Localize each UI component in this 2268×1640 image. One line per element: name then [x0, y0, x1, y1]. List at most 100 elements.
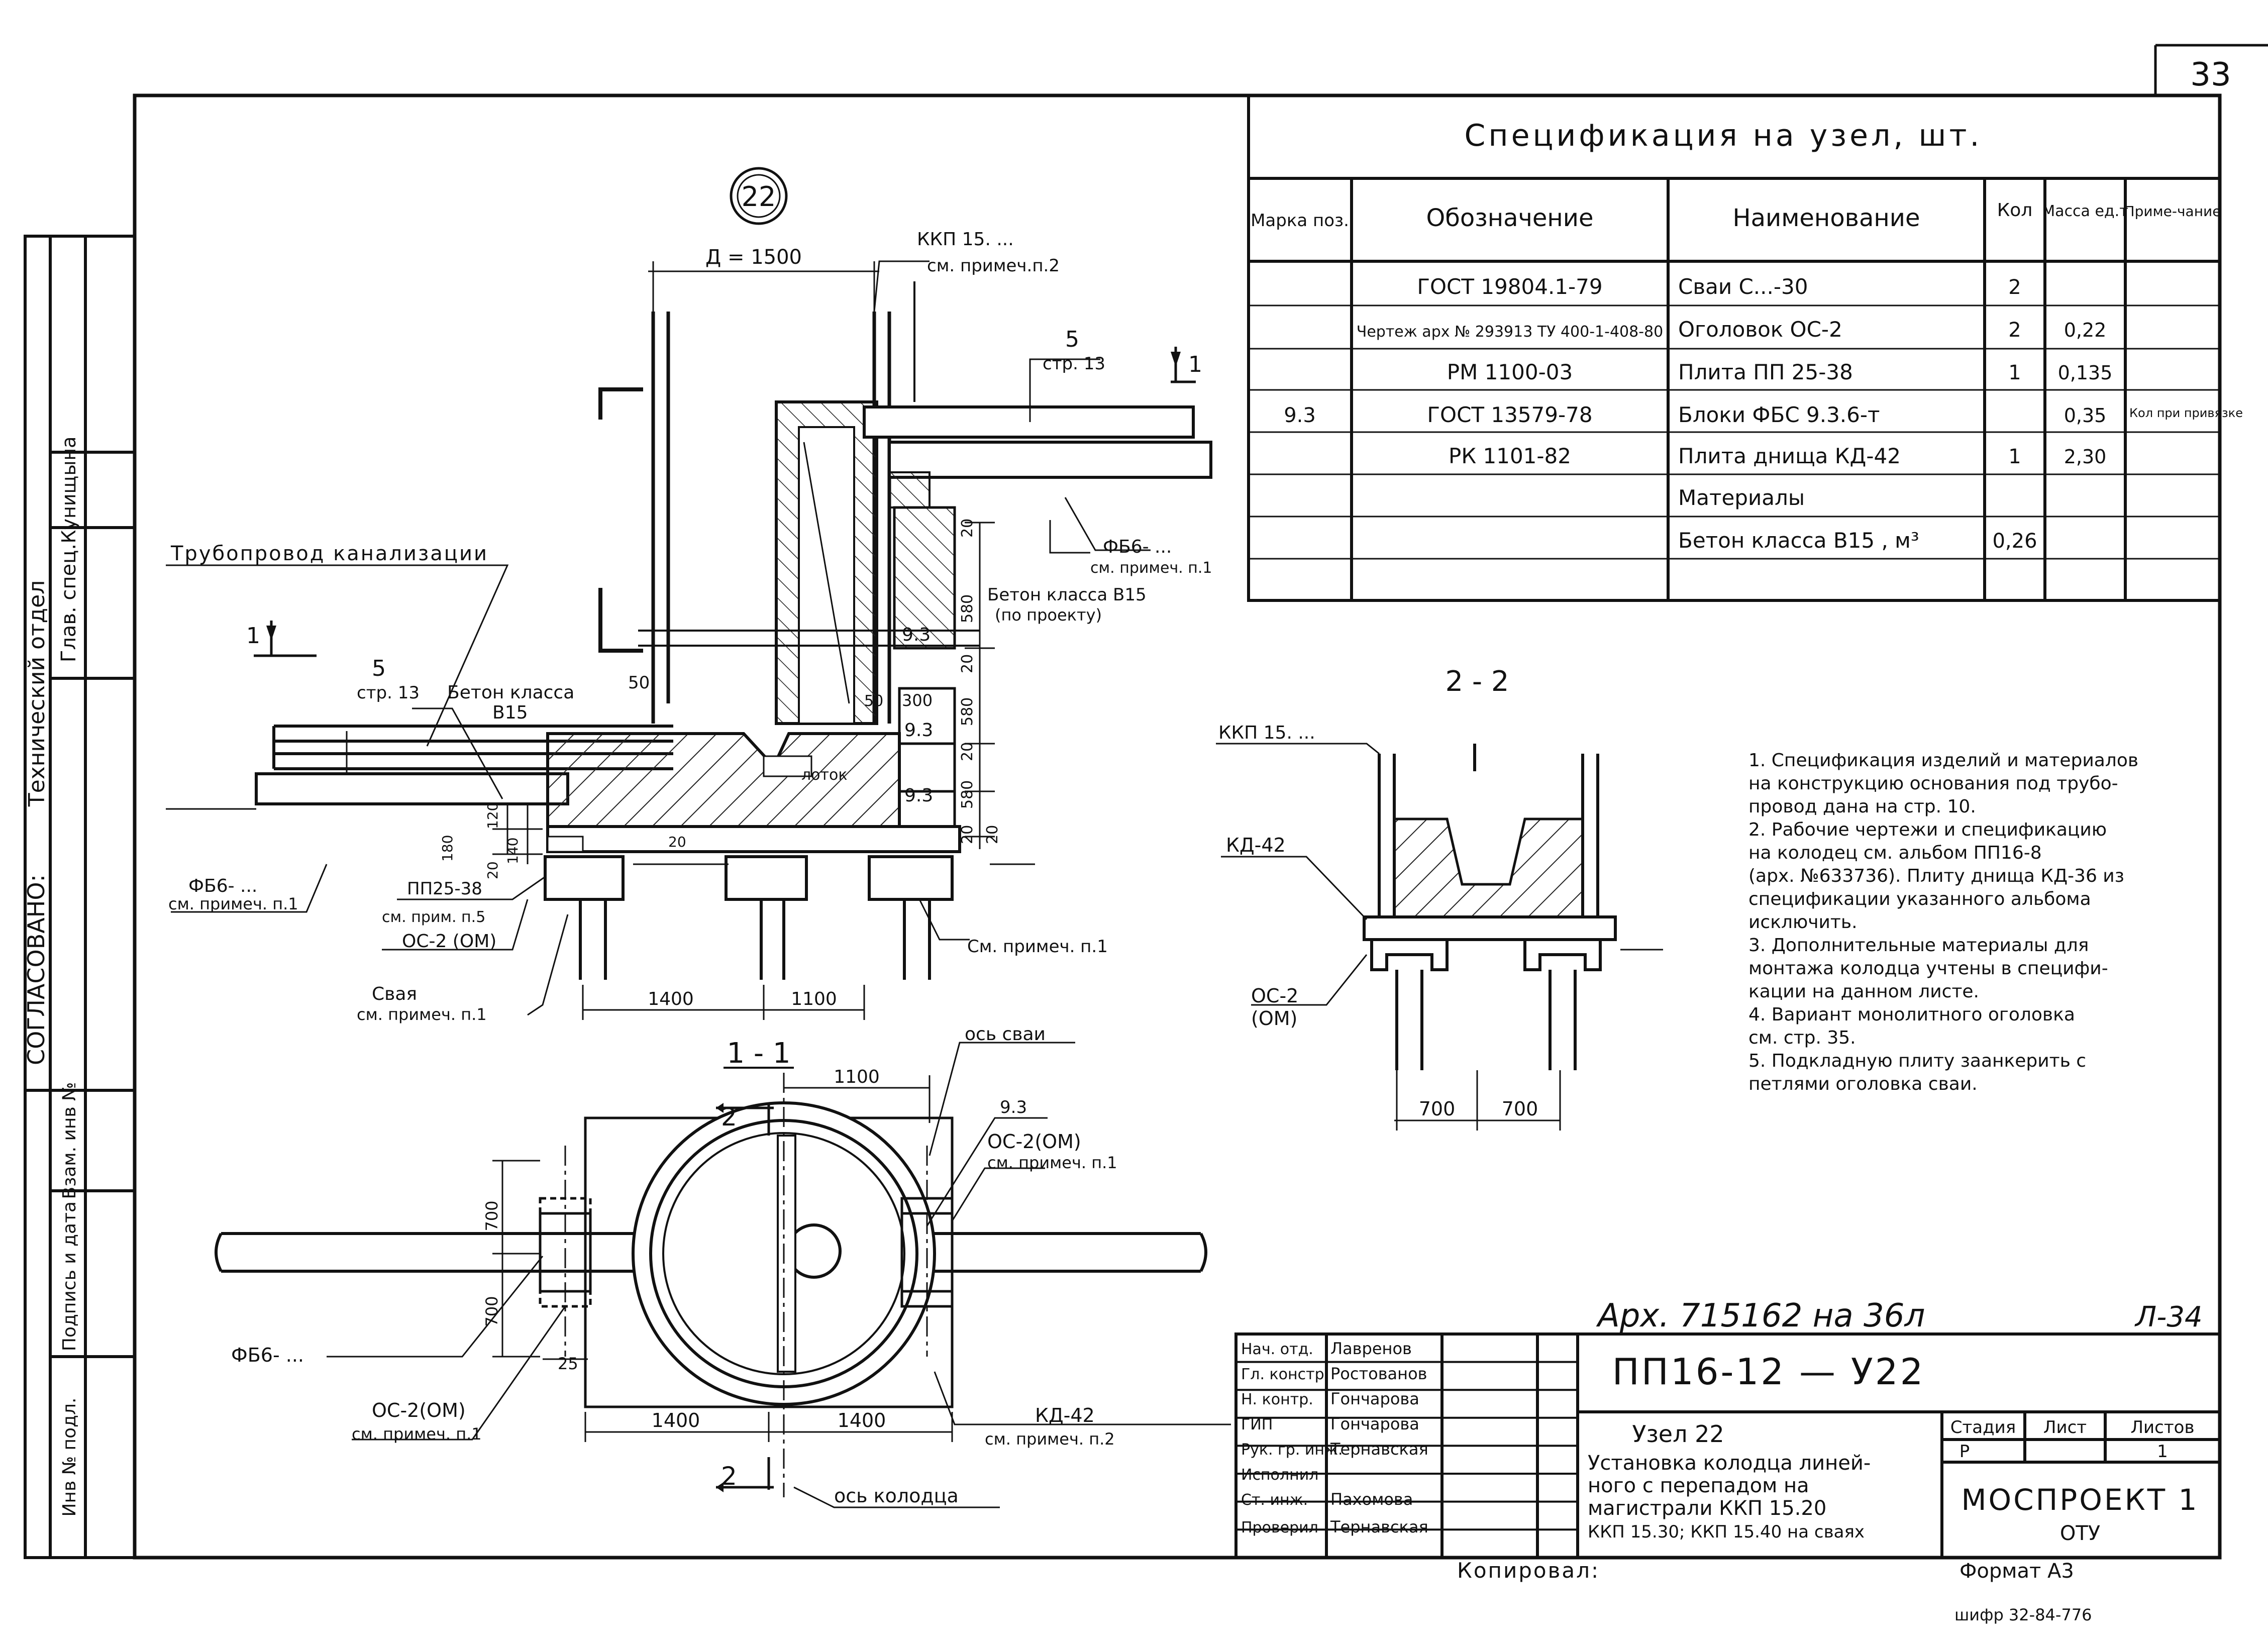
dim-1400-section: 1400 — [648, 989, 694, 1009]
note-line: 4. Вариант монолитного оголовка — [1748, 1004, 2075, 1025]
tb-role: Исполнил — [1241, 1466, 1318, 1484]
plan-kd: КД-42 — [1035, 1404, 1095, 1426]
label-fbb-right: ФБ6- ... — [1103, 537, 1172, 557]
dim-20f: 20 — [484, 861, 501, 879]
tb-role: Проверил — [1241, 1519, 1318, 1536]
tb-name: Гончарова — [1330, 1389, 1419, 1408]
spec-cell-designation: ГОСТ 13579-78 — [1427, 402, 1592, 427]
tb-role: Гл. констр. — [1241, 1366, 1329, 1383]
org-name: МОСПРОЕКТ 1 — [1961, 1483, 2199, 1517]
dim-diameter: Д = 1500 — [705, 246, 802, 269]
label-fbb-left2: см. примеч. п.1 — [168, 894, 298, 913]
note-line: 3. Дополнительные материалы для — [1748, 935, 2089, 956]
stamp-gl-spec: Глав. спец. — [57, 544, 80, 662]
dim-20c: 20 — [959, 742, 976, 761]
tb-role: Ст. инж. — [1241, 1491, 1308, 1509]
label-see-note1: См. примеч. п.1 — [967, 937, 1108, 957]
plan-kd2: см. примеч. п.2 — [985, 1429, 1115, 1449]
dim-580c: 580 — [959, 780, 976, 809]
spec-cell-designation: Чертеж арх № 293913 ТУ 400-1-408-80 — [1357, 323, 1663, 341]
spec-cell-name: Плита ПП 25-38 — [1678, 360, 1853, 384]
block-9-3c: 9.3 — [904, 785, 933, 806]
section22-title: 2 - 2 — [1445, 665, 1509, 698]
node-number: 22 — [742, 181, 776, 213]
plan-os-right2: см. примеч. п.1 — [987, 1153, 1117, 1172]
label-str-ref1b: стр. 13 — [1043, 354, 1105, 374]
spec-cell-mass: 0,35 — [2064, 404, 2107, 427]
label-pile2: см. примеч. п.1 — [357, 1005, 487, 1024]
spec-header-designation: Обозначение — [1426, 204, 1593, 232]
dim-50a: 50 — [628, 673, 650, 693]
tb-role: Нач. отд. — [1241, 1341, 1313, 1358]
label-concrete-right2: (по проекту) — [995, 605, 1102, 625]
spec-cell-name: Сваи С...-30 — [1678, 274, 1808, 299]
stamp-replace-inv: Взам. инв № — [59, 1082, 80, 1199]
side-stamp: Технический отдел Глав. спец. Кунищына С… — [23, 235, 136, 1559]
spec-cell-mass: 0,22 — [2064, 319, 2107, 341]
section22-om: (ОМ) — [1251, 1007, 1297, 1030]
dim-50b: 50 — [864, 692, 883, 710]
plan-dim700a: 700 — [482, 1200, 501, 1231]
note-line: на конструкцию основания под трубо- — [1748, 773, 2118, 794]
section22-kd: КД-42 — [1226, 834, 1286, 856]
dim-20b: 20 — [959, 654, 976, 673]
note-line: на колодец см. альбом ПП16-8 — [1748, 843, 2042, 863]
node-description-line: Установка колодца линей- — [1588, 1452, 1871, 1475]
section-2-2: 2 - 2 ККП 15. ... К — [1216, 665, 1663, 1131]
spec-cell-designation: РК 1101-82 — [1449, 444, 1571, 468]
org-dept: ОТУ — [2060, 1522, 2100, 1545]
note-line: 1. Спецификация изделий и материалов — [1748, 750, 2138, 771]
plan-dim1400b: 1400 — [838, 1409, 886, 1431]
spec-cell-qty: 2 — [2008, 276, 2021, 299]
plan-well-axis: ось колодца — [834, 1485, 959, 1507]
note-line: спецификации указанного альбома — [1748, 889, 2091, 909]
spec-header-name: Наименование — [1732, 204, 1920, 232]
spec-cell-name: Блоки ФБС 9.3.6-т — [1678, 402, 1880, 427]
plan-pile-axis: ось сваи — [965, 1024, 1046, 1045]
spec-cell-mark: 9.3 — [1284, 404, 1316, 427]
note-line: провод дана на стр. 10. — [1748, 796, 1976, 817]
label-str-ref2b: стр. 13 — [357, 683, 420, 703]
label-os: ОС-2 (ОМ) — [402, 931, 496, 952]
node-description-line: ККП 15.30; ККП 15.40 на сваях — [1588, 1522, 1865, 1542]
section22-os: ОС-2 — [1251, 985, 1298, 1007]
sheet-header: Лист — [2043, 1417, 2087, 1438]
plan-title: 1 - 1 — [727, 1037, 790, 1070]
label-fbb-left: ФБ6- ... — [188, 876, 257, 896]
archive-ref: Арх. 715162 на 36л — [1596, 1297, 1925, 1335]
spec-table: Спецификация на узел, шт. Марка поз. Обо… — [1247, 95, 2243, 602]
tb-role: Рук. гр. инж. — [1241, 1441, 1343, 1459]
spec-header-note: Приме-чание — [2124, 203, 2221, 220]
tb-name: Тернавская — [1330, 1440, 1428, 1459]
dim-580b: 580 — [959, 697, 976, 726]
cut-1-left: 1 — [246, 623, 260, 649]
plan-os-left2: см. примеч. п.1 — [352, 1424, 482, 1444]
tb-name: Лавренов — [1330, 1339, 1412, 1358]
label-concrete-right: Бетон класса В15 — [987, 585, 1147, 605]
dim-580a: 580 — [959, 594, 976, 623]
dim-300: 300 — [902, 691, 933, 710]
dim-120: 120 — [484, 802, 501, 829]
dim-20d: 20 — [959, 825, 976, 844]
dim-20g: 20 — [668, 834, 686, 850]
note-line: кации на данном листе. — [1748, 981, 1979, 1002]
plan-dim700b: 700 — [482, 1296, 501, 1326]
node-description-line: ного с перепадом на — [1588, 1474, 1809, 1497]
stage-value: Р — [1960, 1442, 1970, 1462]
dim-140: 140 — [504, 838, 521, 864]
label-pile: Свая — [372, 984, 417, 1004]
plan-dim25: 25 — [558, 1354, 578, 1373]
label-pp2: см. прим. п.5 — [382, 908, 485, 926]
cipher-label: шифр 32-84-776 — [1954, 1605, 2092, 1624]
dim-20e: 20 — [984, 825, 1001, 844]
stamp-gl-spec-name: Кунищына — [58, 437, 80, 544]
label-pipeline: Трубопровод канализации — [170, 542, 488, 565]
spec-cell-mass: 2,30 — [2064, 446, 2107, 468]
stamp-department: Технический отдел — [24, 580, 50, 807]
label-kkp-top: ККП 15. ... — [917, 229, 1014, 250]
spec-cell-name: Бетон класса В15 , м³ — [1678, 528, 1919, 553]
tb-name: Тернавская — [1330, 1517, 1428, 1536]
